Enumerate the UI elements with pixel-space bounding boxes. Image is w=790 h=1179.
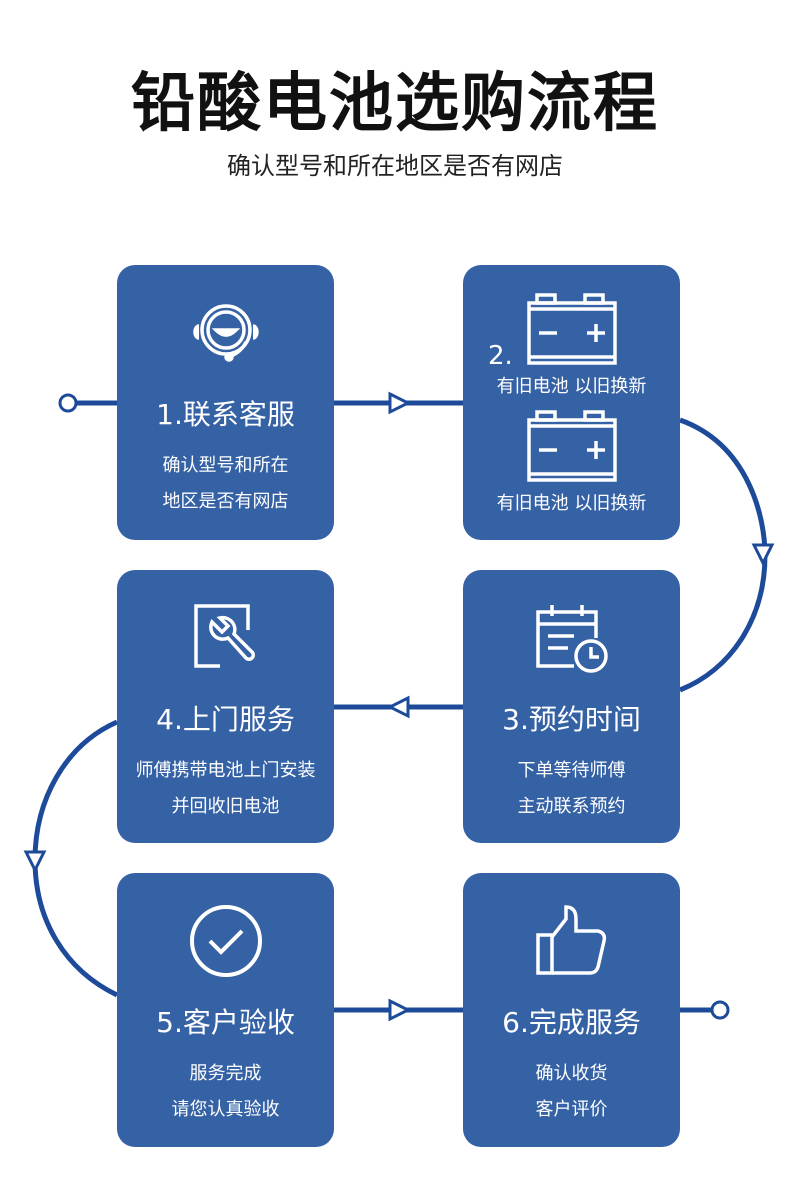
step-desc: 地区是否有网店 [162,491,289,512]
calendar-clock-icon [535,605,608,673]
page-title: 铅酸电池选购流程 [131,67,659,141]
step-desc: 确认收货 [535,1063,608,1084]
step-desc: 并回收旧电池 [171,796,280,817]
step-card-schedule: 3.预约时间 下单等待师傅 主动联系预约 [463,570,680,843]
wrench-icon [193,604,255,668]
step-desc: 师傅携带电池上门安装 [135,760,316,781]
step-card-battery: 2. 有旧电池 以旧换新 有旧电池 以旧换新 [463,265,680,540]
battery-icon [526,410,617,482]
step-desc: 下单等待师傅 [517,760,626,781]
arrow-down-icon [751,543,775,567]
step-desc: 主动联系预约 [517,796,626,817]
step-number: 2. [488,341,513,371]
step-desc: 有旧电池 以旧换新 [496,376,647,397]
arrow-right-icon [388,998,412,1022]
step-desc: 客户评价 [535,1099,608,1120]
arrow-down-icon [23,850,47,874]
step-title: 5.客户验收 [156,1006,295,1039]
page-subtitle: 确认型号和所在地区是否有网店 [227,152,563,180]
step-desc: 有旧电池 以旧换新 [496,493,647,514]
step-desc: 请您认真验收 [171,1099,280,1120]
step-desc: 服务完成 [189,1063,262,1084]
step-card-contact: 1.联系客服 确认型号和所在 地区是否有网店 [117,265,334,540]
step-card-inspect: 5.客户验收 服务完成 请您认真验收 [117,873,334,1147]
step-card-complete: 6.完成服务 确认收货 客户评价 [463,873,680,1147]
step-card-onsite: 4.上门服务 师傅携带电池上门安装 并回收旧电池 [117,570,334,843]
arrow-left-icon [386,695,410,719]
step-desc: 确认型号和所在 [162,455,289,476]
check-circle-icon [189,905,262,977]
headset-icon [192,304,259,362]
step-title: 1.联系客服 [156,398,295,431]
arrow-right-icon [388,391,412,415]
step-title: 3.预约时间 [502,703,641,736]
step-title: 4.上门服务 [156,703,295,736]
battery-icon [526,293,617,365]
step-title: 6.完成服务 [502,1006,641,1039]
thumbs-up-icon [535,905,606,975]
